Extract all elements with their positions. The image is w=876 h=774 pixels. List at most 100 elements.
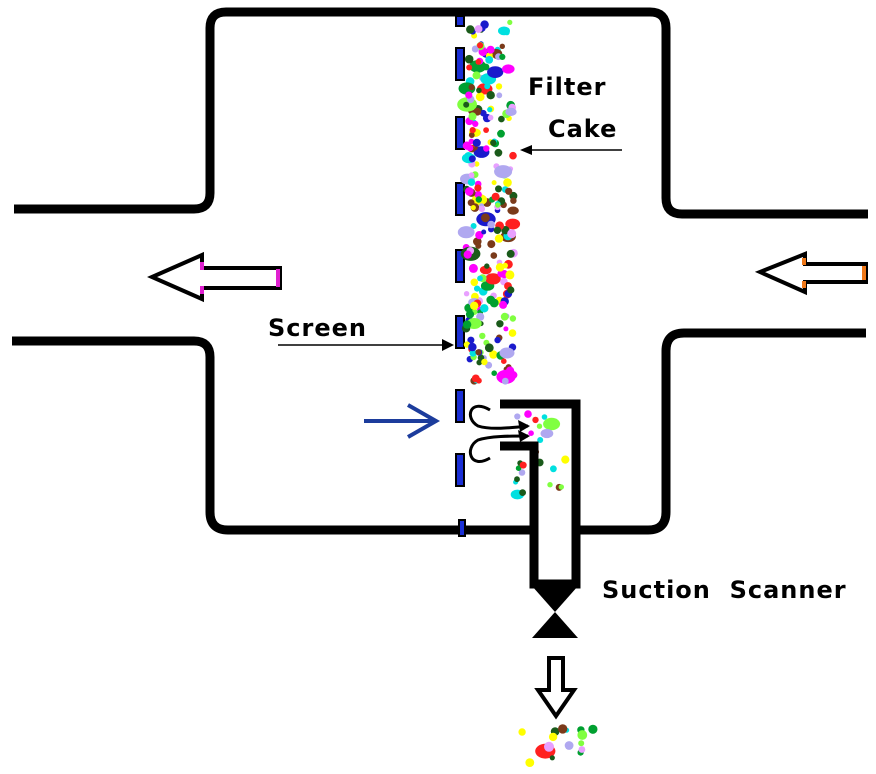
suction-scanner <box>468 399 581 589</box>
particle <box>503 326 509 332</box>
particle <box>519 489 526 496</box>
particle <box>558 724 568 734</box>
screen <box>455 15 466 537</box>
particle <box>476 359 483 366</box>
particle <box>494 336 501 344</box>
particle <box>503 178 512 187</box>
particle <box>478 205 486 213</box>
particle <box>481 358 488 366</box>
particle <box>507 19 513 25</box>
particle <box>480 20 489 29</box>
particle <box>484 343 494 353</box>
particle <box>499 347 515 359</box>
suction-curl-upper <box>468 404 529 430</box>
particle <box>463 101 470 108</box>
screen-segment <box>455 249 465 283</box>
particle <box>558 484 564 490</box>
particle <box>467 336 475 344</box>
particle <box>499 53 506 61</box>
particle <box>528 430 534 437</box>
particle <box>466 64 473 71</box>
particle <box>524 410 532 418</box>
particle <box>468 172 475 178</box>
particle <box>487 107 493 113</box>
particle <box>491 180 497 186</box>
particle <box>561 455 570 464</box>
particle <box>489 350 498 359</box>
particle <box>482 63 490 71</box>
particle <box>502 370 515 379</box>
screen-segment <box>455 47 465 81</box>
particle <box>495 83 503 90</box>
particle <box>498 26 510 36</box>
particle <box>537 437 544 443</box>
particle <box>547 482 553 488</box>
particle <box>470 301 479 310</box>
particle <box>578 746 586 753</box>
particle <box>541 414 548 420</box>
filter-cake-label-line1: Filter <box>528 73 606 101</box>
particle <box>519 461 527 469</box>
particle <box>470 278 479 287</box>
particle <box>515 465 522 472</box>
particle <box>469 349 477 357</box>
particle <box>477 275 483 282</box>
particle <box>486 91 495 100</box>
filter-cake-particles <box>457 19 521 385</box>
particle <box>475 92 485 102</box>
particle <box>485 273 501 285</box>
discharge-particles <box>518 724 598 767</box>
particle <box>577 730 588 740</box>
particle <box>518 728 526 736</box>
particle <box>484 83 491 90</box>
suction-curl-lower <box>468 434 529 463</box>
particle <box>489 298 499 308</box>
suction-scanner-label: Suction Scanner <box>602 576 847 604</box>
particle <box>463 250 472 259</box>
screen-segment <box>455 182 465 216</box>
particle <box>474 184 482 192</box>
particle <box>502 64 515 74</box>
particle <box>468 84 475 91</box>
particle <box>509 191 518 200</box>
particle <box>486 45 495 54</box>
particle <box>487 220 495 229</box>
particle <box>477 42 484 49</box>
particle <box>475 196 482 203</box>
screen-segment <box>455 116 465 150</box>
particle <box>465 91 473 99</box>
screen-segment <box>455 453 465 487</box>
particle <box>497 129 505 138</box>
particle <box>480 109 487 117</box>
particle <box>468 263 478 273</box>
particle <box>484 263 490 269</box>
particle <box>505 107 517 116</box>
particle <box>536 423 543 429</box>
particle <box>496 320 504 328</box>
particle <box>472 71 481 80</box>
particle <box>468 112 477 121</box>
particle <box>499 300 508 309</box>
particle <box>487 66 504 78</box>
particle <box>550 465 557 473</box>
particle <box>507 286 515 294</box>
particle <box>468 132 475 139</box>
left-arrow-inlet-icon <box>754 251 868 296</box>
particle <box>509 315 517 322</box>
particle <box>474 190 482 199</box>
housing-lower-wall <box>12 336 530 535</box>
particle <box>578 740 585 747</box>
particle <box>564 741 574 750</box>
particle <box>490 139 497 146</box>
particle <box>464 54 474 64</box>
particle <box>495 202 501 208</box>
particle <box>501 358 507 365</box>
particle <box>496 92 503 99</box>
particle <box>532 416 539 424</box>
particle <box>505 270 515 280</box>
particle <box>543 417 561 431</box>
particle <box>499 43 505 49</box>
particle <box>490 252 498 259</box>
particle <box>470 223 477 229</box>
particle <box>480 304 489 313</box>
